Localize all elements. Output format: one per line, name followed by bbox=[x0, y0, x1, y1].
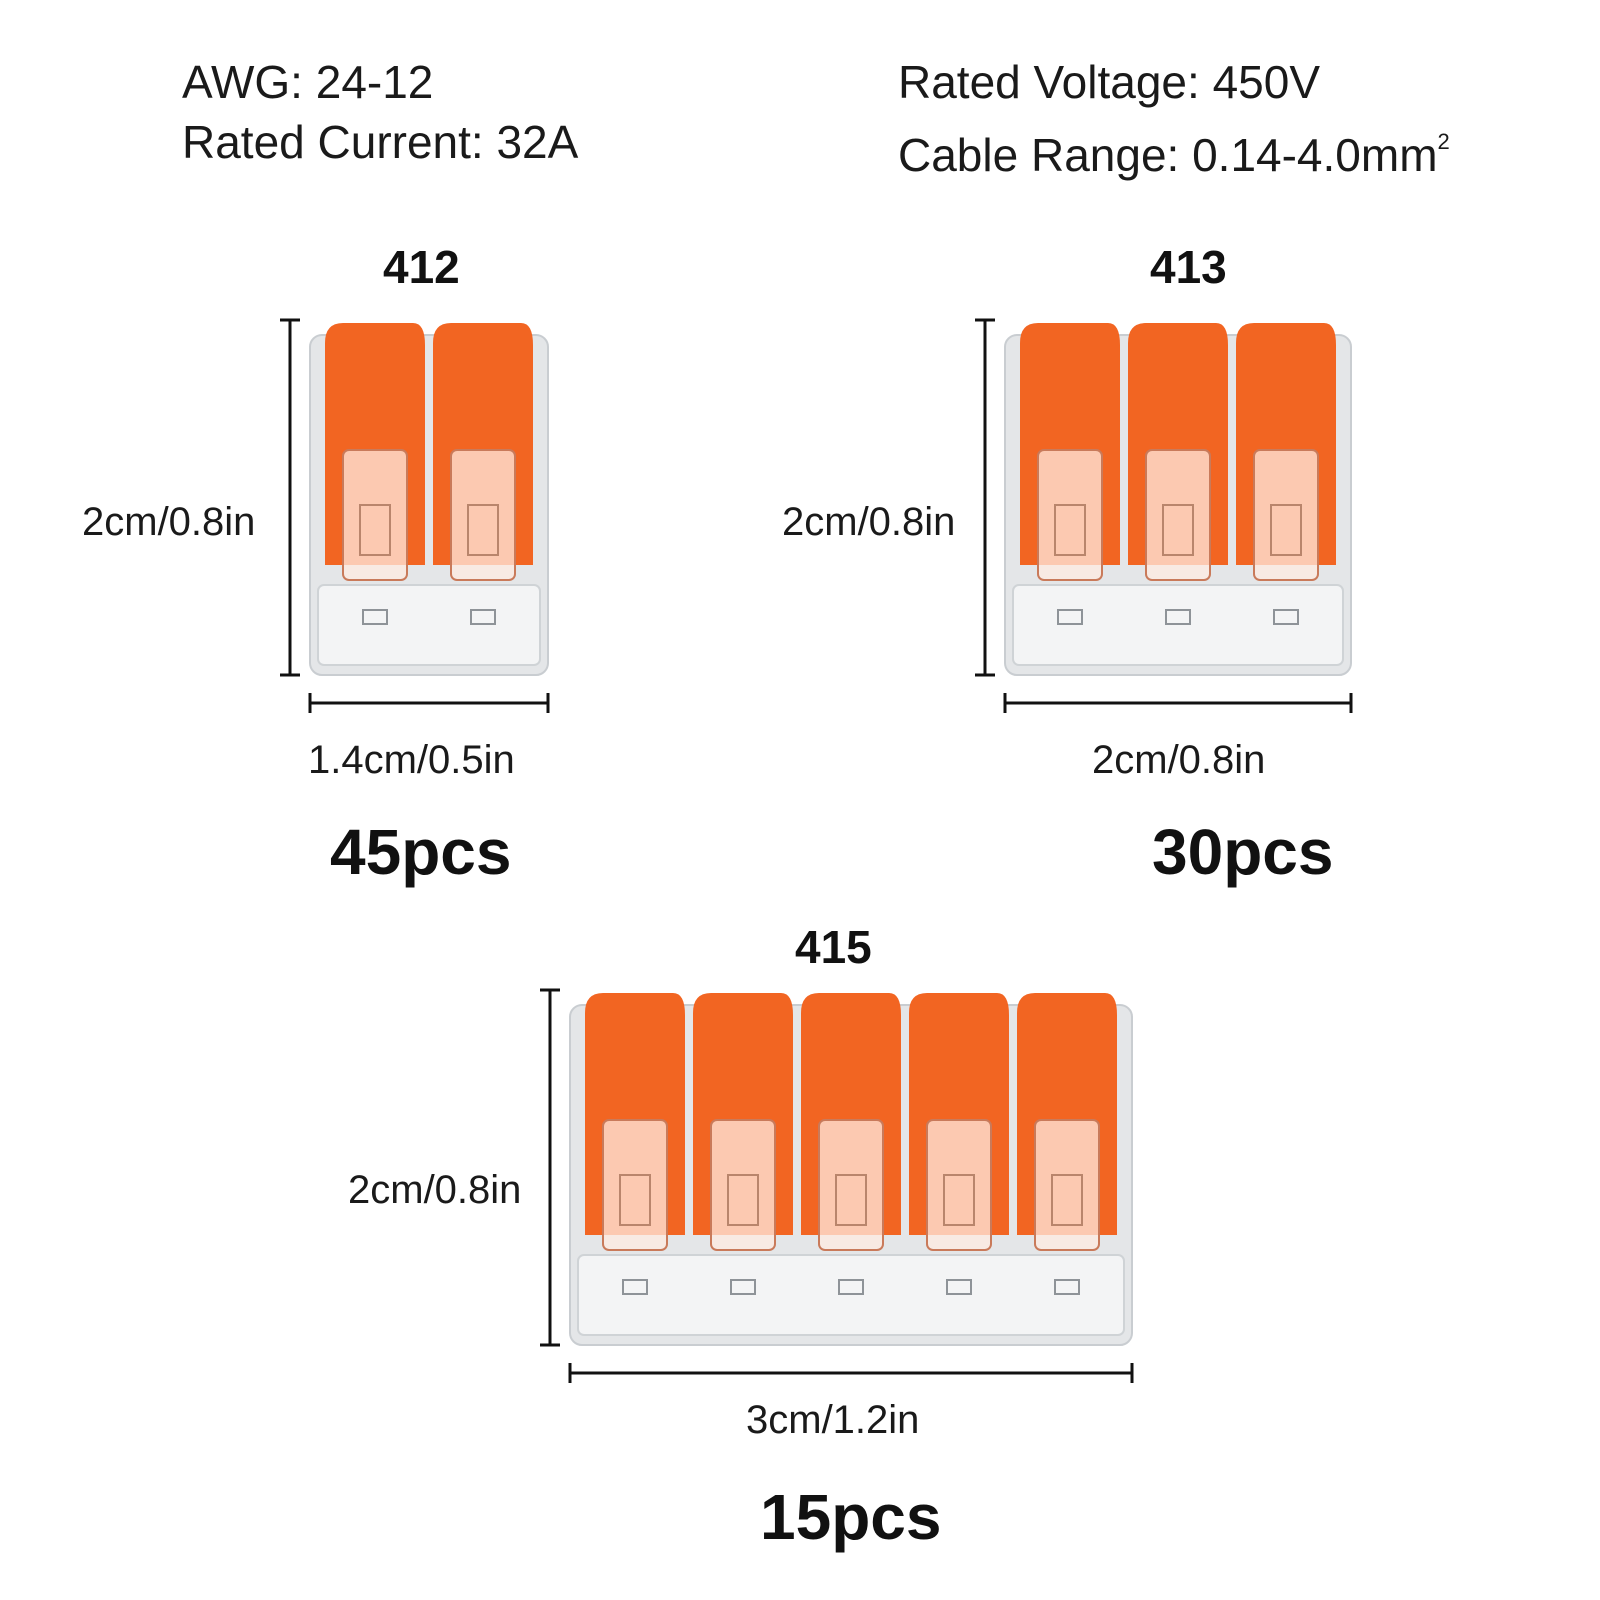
cable-range-spec: Cable Range: 0.14-4.0mm2 bbox=[898, 112, 1450, 185]
release-tab bbox=[622, 1279, 648, 1295]
width-label-412: 1.4cm/0.5in bbox=[308, 738, 515, 782]
height-label-415: 2cm/0.8in bbox=[348, 1168, 522, 1212]
spec-block-left: AWG: 24-12 Rated Current: 32A bbox=[182, 52, 578, 172]
release-tab bbox=[362, 609, 388, 625]
lever-slot bbox=[619, 1174, 651, 1226]
lever-slot bbox=[359, 504, 391, 556]
quantity-412: 45pcs bbox=[330, 816, 512, 888]
lever-slot bbox=[467, 504, 499, 556]
height-label-413: 2cm/0.8in bbox=[782, 500, 956, 544]
lever-slot bbox=[1162, 504, 1194, 556]
spec-block-right: Rated Voltage: 450V Cable Range: 0.14-4.… bbox=[898, 52, 1450, 185]
lever-slot bbox=[943, 1174, 975, 1226]
release-tab bbox=[1273, 609, 1299, 625]
lever-slot bbox=[727, 1174, 759, 1226]
lever-slot bbox=[1270, 504, 1302, 556]
wire-entry-block bbox=[317, 584, 541, 666]
model-label-413: 413 bbox=[1150, 241, 1227, 293]
connector-412-image bbox=[280, 318, 550, 713]
lever-window bbox=[1034, 1119, 1100, 1251]
rated-voltage-spec: Rated Voltage: 450V bbox=[898, 56, 1320, 108]
height-label-412: 2cm/0.8in bbox=[82, 500, 256, 544]
release-tab bbox=[1057, 609, 1083, 625]
release-tab bbox=[1165, 609, 1191, 625]
lever-window bbox=[710, 1119, 776, 1251]
release-tab bbox=[1054, 1279, 1080, 1295]
lever-window bbox=[450, 449, 516, 581]
cable-range-superscript: 2 bbox=[1437, 129, 1450, 154]
rated-current-spec: Rated Current: 32A bbox=[182, 116, 579, 168]
model-label-412: 412 bbox=[383, 241, 460, 293]
width-label-413: 2cm/0.8in bbox=[1092, 738, 1266, 782]
release-tab bbox=[838, 1279, 864, 1295]
quantity-413: 30pcs bbox=[1152, 816, 1334, 888]
lever-window bbox=[926, 1119, 992, 1251]
lever-window bbox=[1253, 449, 1319, 581]
lever-window bbox=[602, 1119, 668, 1251]
release-tab bbox=[946, 1279, 972, 1295]
lever-window bbox=[1037, 449, 1103, 581]
quantity-415: 15pcs bbox=[760, 1481, 942, 1553]
lever-window bbox=[342, 449, 408, 581]
width-label-415: 3cm/1.2in bbox=[746, 1398, 920, 1442]
connector-413-image bbox=[975, 318, 1353, 713]
lever-slot bbox=[1051, 1174, 1083, 1226]
release-tab bbox=[470, 609, 496, 625]
awg-spec: AWG: 24-12 bbox=[182, 56, 434, 108]
lever-window bbox=[818, 1119, 884, 1251]
connector-415-image bbox=[540, 988, 1134, 1383]
lever-window bbox=[1145, 449, 1211, 581]
model-label-415: 415 bbox=[795, 921, 872, 973]
release-tab bbox=[730, 1279, 756, 1295]
lever-slot bbox=[1054, 504, 1086, 556]
lever-slot bbox=[835, 1174, 867, 1226]
cable-range-text: Cable Range: 0.14-4.0mm bbox=[898, 129, 1438, 181]
